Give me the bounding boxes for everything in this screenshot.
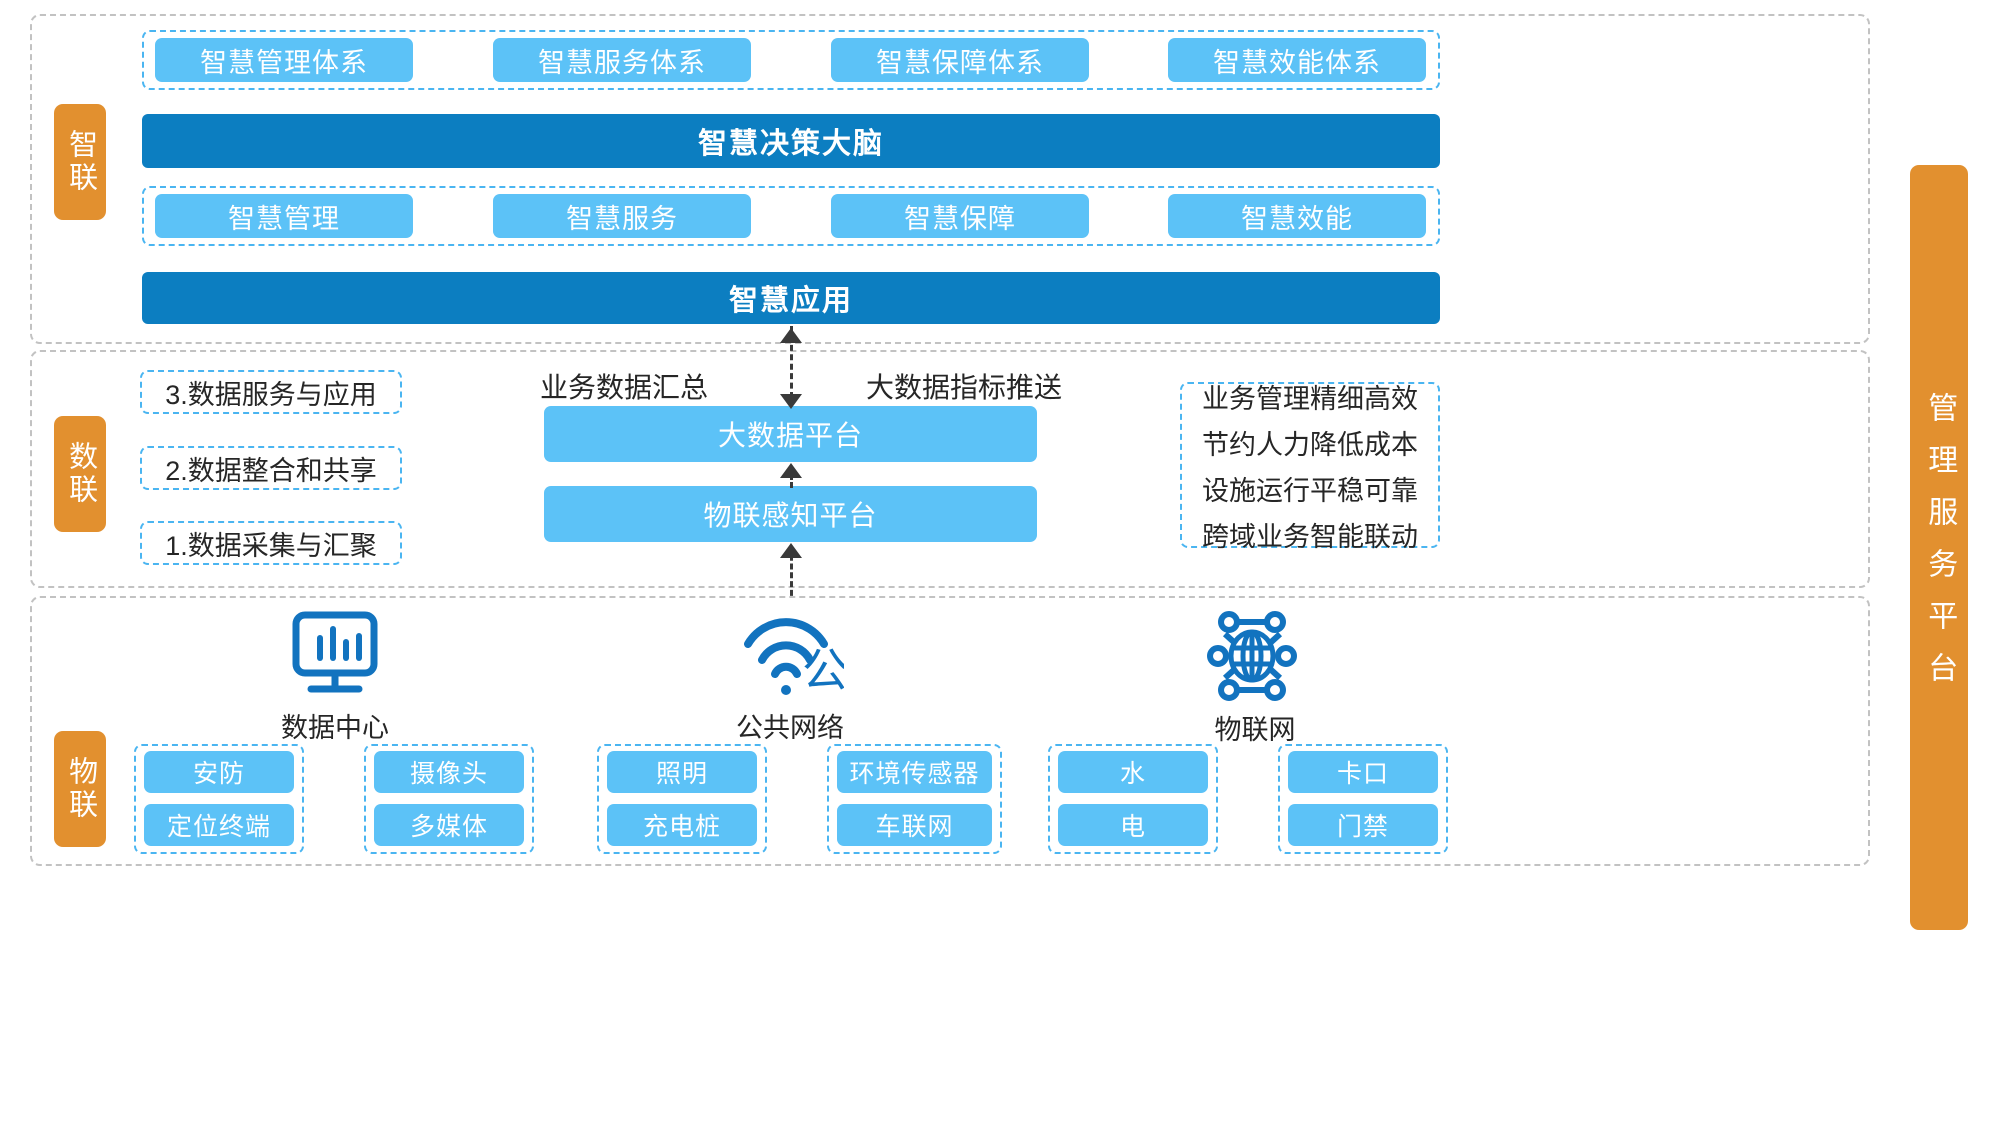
smart-module-chip[interactable]: 智慧效能 (1168, 194, 1426, 238)
iot-item-chip[interactable]: 多媒体 (374, 804, 524, 846)
data-center-monitor-icon (292, 611, 378, 693)
iot-node-public-network: 公 公共网络 (700, 610, 880, 745)
iot-node-label: 公共网络 (736, 713, 844, 743)
business-data-aggregation-label: 业务数据汇总 (540, 372, 709, 403)
bigdata-indicator-push-label: 大数据指标推送 (866, 372, 1063, 403)
smart-layer-tab[interactable]: 智联 (54, 104, 106, 220)
iot-group-lighting (597, 744, 767, 854)
iot-globe-network-icon (1207, 611, 1297, 701)
smart-module-chip[interactable]: 智慧管理 (155, 194, 413, 238)
smart-decision-brain-bar[interactable]: 智慧决策大脑 (142, 114, 1440, 168)
data-step-1[interactable]: 1.数据采集与汇聚 (140, 521, 402, 565)
iot-sensing-platform-bar[interactable]: 物联感知平台 (544, 486, 1037, 542)
connector-app-to-bigdata (790, 326, 793, 398)
benefit-item: 设施运行平稳可靠 (1202, 475, 1418, 506)
iot-item-chip[interactable]: 水 (1058, 751, 1208, 793)
arrow-up-to-sensing-icon (780, 543, 802, 558)
svg-text:公: 公 (802, 644, 844, 696)
benefits-box: 业务管理精细高效 节约人力降低成本 设施运行平稳可靠 跨域业务智能联动 (1180, 382, 1440, 552)
arrow-up-to-application-icon (780, 328, 802, 343)
smart-application-bar[interactable]: 智慧应用 (142, 272, 1440, 324)
arrow-down-to-bigdata-icon (780, 394, 802, 409)
iot-node-label: 数据中心 (281, 713, 389, 743)
management-service-platform-rail[interactable]: 管理服务平台 (1910, 165, 1968, 930)
iot-item-chip[interactable]: 环境传感器 (837, 751, 992, 793)
iot-node-label: 物联网 (1214, 715, 1296, 745)
smart-system-chip[interactable]: 智慧效能体系 (1168, 38, 1426, 82)
iot-item-chip[interactable]: 定位终端 (144, 804, 294, 846)
benefit-item: 节约人力降低成本 (1202, 429, 1418, 460)
smart-module-chip[interactable]: 智慧保障 (831, 194, 1089, 238)
arrow-up-to-bigdata-icon (780, 463, 802, 478)
iot-group-environment (827, 744, 1002, 854)
iot-group-utility (1048, 744, 1218, 854)
iot-node-iot: 物联网 (1165, 608, 1345, 747)
iot-node-data-center: 数据中心 (245, 610, 425, 745)
iot-item-chip[interactable]: 照明 (607, 751, 757, 793)
public-network-wifi-icon: 公 (744, 618, 844, 696)
iot-item-chip[interactable]: 安防 (144, 751, 294, 793)
smart-module-chip[interactable]: 智慧服务 (493, 194, 751, 238)
iot-layer-tab[interactable]: 物联 (54, 731, 106, 847)
data-step-3[interactable]: 3.数据服务与应用 (140, 370, 402, 414)
iot-item-chip[interactable]: 充电桩 (607, 804, 757, 846)
iot-group-security (134, 744, 304, 854)
smart-modules-group (142, 186, 1440, 246)
iot-item-chip[interactable]: 摄像头 (374, 751, 524, 793)
iot-item-chip[interactable]: 车联网 (837, 804, 992, 846)
iot-item-chip[interactable]: 门禁 (1288, 804, 1438, 846)
smart-system-chip[interactable]: 智慧保障体系 (831, 38, 1089, 82)
benefit-item: 业务管理精细高效 (1202, 383, 1418, 414)
benefit-item: 跨域业务智能联动 (1202, 521, 1418, 552)
iot-item-chip[interactable]: 电 (1058, 804, 1208, 846)
iot-item-chip[interactable]: 卡口 (1288, 751, 1438, 793)
iot-group-camera (364, 744, 534, 854)
data-layer-tab[interactable]: 数联 (54, 416, 106, 532)
data-step-2[interactable]: 2.数据整合和共享 (140, 446, 402, 490)
smart-systems-group (142, 30, 1440, 90)
smart-system-chip[interactable]: 智慧管理体系 (155, 38, 413, 82)
iot-group-access (1278, 744, 1448, 854)
smart-system-chip[interactable]: 智慧服务体系 (493, 38, 751, 82)
bigdata-platform-bar[interactable]: 大数据平台 (544, 406, 1037, 462)
